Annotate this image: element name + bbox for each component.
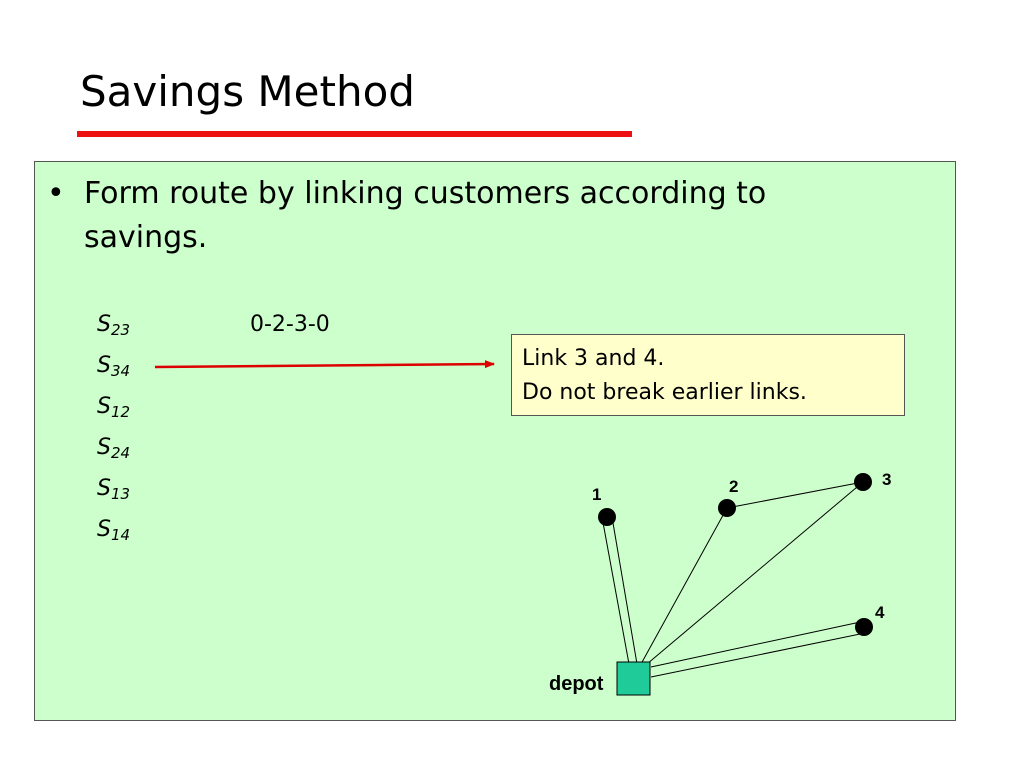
bullet-text: Form route by linking customers accordin… (84, 176, 767, 255)
edge-depot-2 (640, 507, 728, 665)
savings-item-s13: S13 (97, 468, 130, 509)
callout-line-2: Do not break earlier links. (522, 380, 807, 405)
savings-item-s14: S14 (97, 509, 130, 550)
savings-item-s12: S12 (97, 386, 130, 427)
savings-subscript: 12 (110, 403, 131, 421)
edge-2-3 (726, 481, 864, 509)
edge-depot-1-b (611, 516, 638, 665)
savings-symbol: S (97, 476, 111, 501)
title-underline (77, 131, 632, 137)
callout-arrow (154, 360, 495, 369)
edge-depot-3 (646, 481, 864, 665)
edge-depot-1-a (601, 516, 630, 665)
savings-list: S23 S34 S12 S24 S13 S14 (97, 304, 130, 550)
savings-subscript: 24 (110, 444, 131, 462)
network-diagram: 1 2 3 4 depot (549, 470, 891, 696)
savings-subscript: 23 (110, 321, 131, 339)
depot-label: depot (549, 673, 604, 695)
node-label-4: 4 (875, 603, 885, 622)
bullet-dot-icon: • (47, 176, 65, 211)
customer-node-3 (854, 473, 872, 491)
slide-title: Savings Method (80, 67, 415, 116)
savings-symbol: S (97, 353, 111, 378)
route-text: 0-2-3-0 (250, 312, 330, 337)
edge-depot-4-a (650, 620, 866, 668)
node-label-3: 3 (882, 470, 891, 489)
callout-box: Link 3 and 4. Do not break earlier links… (511, 334, 905, 416)
savings-subscript: 13 (110, 485, 131, 503)
savings-symbol: S (97, 312, 111, 337)
bullet-point: • Form route by linking customers accord… (47, 172, 887, 260)
savings-symbol: S (97, 394, 111, 419)
customer-node-1 (598, 508, 616, 526)
content-panel: • Form route by linking customers accord… (34, 161, 956, 721)
depot-node (616, 661, 651, 696)
savings-item-s24: S24 (97, 427, 130, 468)
callout-line-1: Link 3 and 4. (522, 346, 665, 371)
savings-subscript: 14 (110, 526, 131, 544)
savings-symbol: S (97, 517, 111, 542)
customer-node-2 (718, 499, 736, 517)
savings-symbol: S (97, 435, 111, 460)
customer-node-4 (855, 618, 873, 636)
node-label-1: 1 (592, 485, 601, 504)
savings-subscript: 34 (110, 362, 131, 380)
node-label-2: 2 (729, 477, 738, 496)
edge-depot-4-b (650, 632, 866, 678)
savings-item-s23: S23 (97, 304, 130, 345)
savings-item-s34: S34 (97, 345, 130, 386)
